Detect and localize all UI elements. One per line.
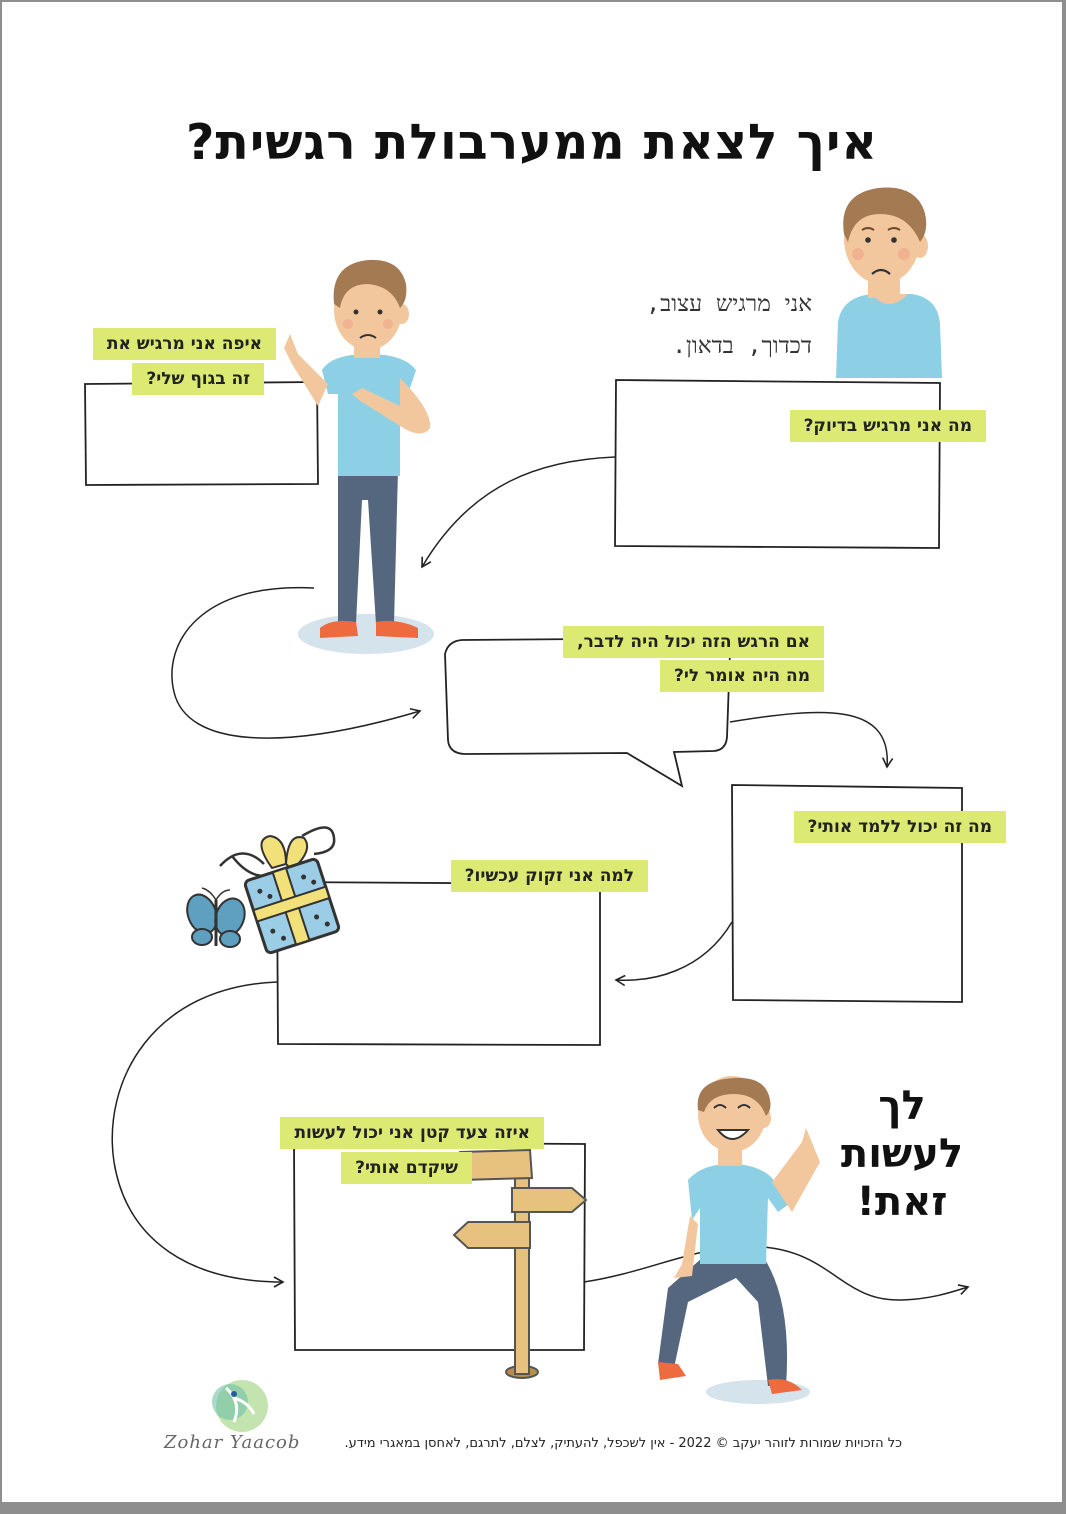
prompt-body-2: זה בגוף שלי? (132, 363, 264, 395)
happy-man (658, 1076, 820, 1404)
arrow-1 (421, 456, 616, 569)
logo-signature: Zohar Yaacob (164, 1432, 301, 1453)
prompt-step-2: שיקדם אותי? (341, 1152, 472, 1184)
prompt-speak-1: אם הרגש הזה יכול היה לדבר, (563, 626, 824, 658)
sad-man-bust (836, 187, 942, 378)
box-teach[interactable] (731, 784, 963, 1003)
signpost-icon (444, 1148, 588, 1379)
flow-arrows (111, 456, 970, 1301)
slogan-line-1: לך (878, 1083, 926, 1129)
prompt-need: למה אני זקוק עכשיו? (450, 860, 648, 892)
prompt-body-1: איפה אני מרגיש את (92, 328, 276, 360)
butterfly-icon (186, 887, 246, 948)
copyright-notice: כל הזכויות שמורות לזוהר יעקב © 2022 - אי… (344, 1436, 903, 1451)
slogan-line-3: זאת! (856, 1179, 948, 1225)
prompt-speak-2: מה היה אומר לי? (660, 660, 824, 692)
standing-man (284, 259, 434, 654)
box-exact-feeling[interactable] (614, 379, 941, 549)
box-body[interactable] (84, 381, 319, 486)
arrow-2 (171, 586, 422, 739)
logo-icon (212, 1380, 268, 1432)
arrow-6 (583, 1245, 970, 1301)
arrow-3 (729, 711, 894, 769)
page-title: איך לצאת ממערבולת רגשית? (185, 114, 879, 171)
intro-line-2: דכדוך, בדאון. (672, 333, 812, 359)
prompt-exact-feeling: מה אני מרגיש בדיוק? (789, 410, 986, 442)
arrow-5 (111, 981, 285, 1288)
gift-icon (219, 826, 341, 955)
prompt-step-1: איזה צעד קטן אני יכול לעשות (280, 1117, 544, 1149)
intro-line-1: אני מרגיש עצוב, (646, 291, 812, 317)
slogan: לך לעשות זאת! (832, 1082, 972, 1226)
arrow-4 (614, 921, 733, 987)
prompt-teach: מה זה יכול ללמד אותי? (793, 811, 1006, 843)
slogan-line-2: לעשות (840, 1131, 964, 1177)
